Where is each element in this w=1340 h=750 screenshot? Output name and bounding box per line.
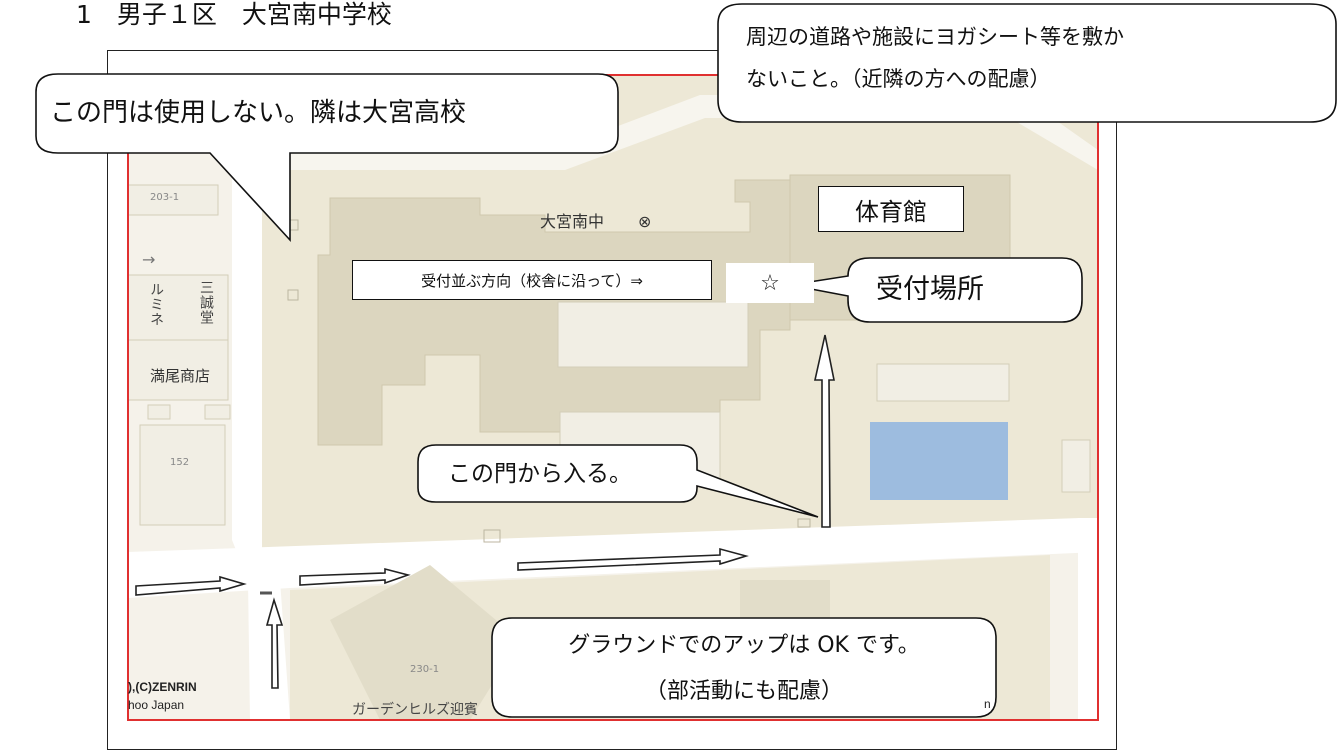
route-arrow-up-bottom <box>265 597 284 689</box>
map-label-arrow-sign: → <box>142 250 156 269</box>
bottom-building-3 <box>128 600 248 720</box>
building-small-1 <box>1061 439 1091 493</box>
left-building-1 <box>128 184 219 216</box>
building-light-1 <box>557 301 749 368</box>
callout-gate-not-used-text: この門は使用しない。隣は大宮高校 <box>50 98 467 128</box>
callout-no-mat-text: 周辺の道路や施設にヨガシート等を敷か ないこと。（近隣の方への配慮） <box>746 25 1124 91</box>
route-arrows <box>135 334 835 689</box>
left-building-6 <box>147 404 171 420</box>
queue-direction-label: 受付並ぶ方向（校舎に沿って）⇒ <box>352 260 712 300</box>
route-arrow-up-main <box>814 334 835 528</box>
callout-reception-bubble <box>789 257 1083 323</box>
map-red-border <box>127 74 1099 721</box>
right-road <box>1078 518 1098 720</box>
map-label-shop-lumine: ルミネ <box>148 282 164 327</box>
route-arrow-3 <box>517 547 749 571</box>
gymnasium-label: 体育館 <box>818 186 964 232</box>
map-label-garden-hills: ガーデンヒルズ迎賓 <box>352 702 478 718</box>
route-arrow-1 <box>135 575 247 596</box>
callout-enter-bubble <box>417 444 819 518</box>
building-small-2 <box>1018 364 1090 416</box>
map-label-lot-152: 152 <box>170 457 190 468</box>
map-copyright-tail: n <box>984 697 991 711</box>
school-symbol-icon: ⊗ <box>638 212 652 231</box>
map-copyright-yahoo: hoo Japan <box>128 698 185 712</box>
map-label-shop-sanseido: 三誠堂 <box>198 280 214 325</box>
callout-ground-ok-line2: （部活動にも配慮） <box>644 679 843 704</box>
callout-no-mat-bubble <box>717 3 1337 123</box>
left-building-5 <box>204 404 231 420</box>
callout-enter-gate-text: この門から入る。 <box>448 461 632 487</box>
map-marker-3 <box>483 529 501 543</box>
map-label-lot-203: 203-1 <box>150 192 180 203</box>
map-copyright-zenrin: ),(C)ZENRIN <box>128 680 197 694</box>
left-building-4 <box>139 424 226 526</box>
page-heading: 1 男子１区 大宮南中学校 <box>76 0 392 29</box>
map-label-school: 大宮南中 <box>540 212 605 231</box>
building-light-3 <box>876 363 1010 402</box>
map-label-mitsuo-shop: 満尾商店 <box>150 367 211 385</box>
left-building-3 <box>128 339 229 401</box>
callout-ground-bubble <box>491 617 997 718</box>
callout-reception-place-text: 受付場所 <box>876 274 984 305</box>
callout-ground-ok-line1: グラウンドでのアップは OK です。 <box>568 633 920 658</box>
route-arrow-2 <box>299 567 411 586</box>
callout-gate-bubble <box>35 73 619 243</box>
map-label-lot-230: 230-1 <box>410 664 440 675</box>
map-marker-2 <box>287 289 299 301</box>
school-building-main <box>317 179 791 451</box>
bottom-building-1 <box>330 565 520 720</box>
blue-area <box>870 422 1008 500</box>
left-building-2 <box>128 274 229 341</box>
map-marker-4 <box>797 518 811 528</box>
reception-star-icon: ☆ <box>726 263 814 303</box>
